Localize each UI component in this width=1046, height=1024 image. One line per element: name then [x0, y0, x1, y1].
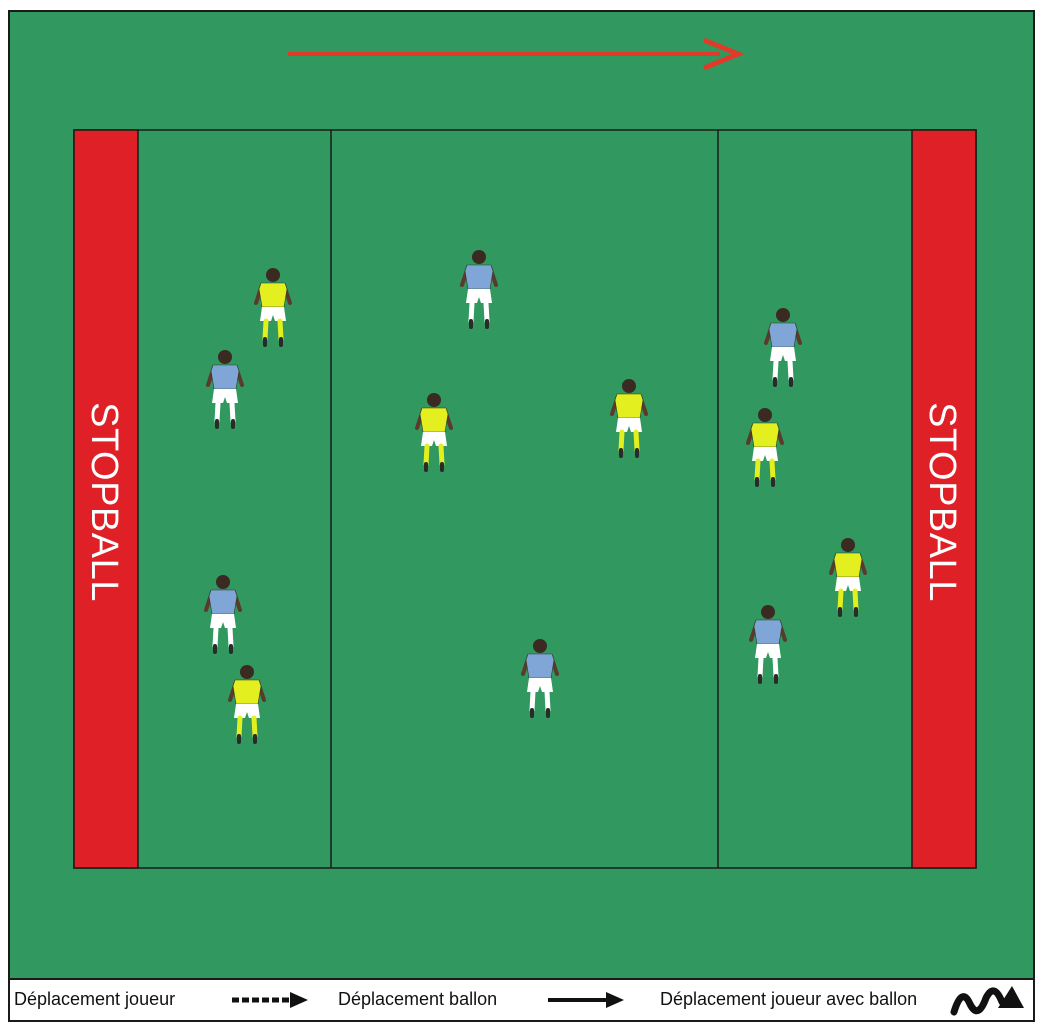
legend-bar: Déplacement joueur Déplacement ballon Dé… — [10, 978, 1033, 1020]
pitch-area: STOPBALL STOPBALL — [10, 12, 1033, 978]
stop-zone-left-label: STOPBALL — [83, 402, 125, 602]
stop-zone-right-label: STOPBALL — [921, 402, 963, 602]
wavy-arrow-icon — [950, 984, 1028, 1016]
solid-arrow-icon — [546, 990, 628, 1010]
dashed-arrow-icon — [230, 990, 312, 1010]
pitch-diagram: STOPBALL STOPBALL — [10, 12, 1033, 978]
legend-player-with-ball-label: Déplacement joueur avec ballon — [660, 989, 917, 1010]
playing-area — [74, 130, 976, 868]
exercise-board: STOPBALL STOPBALL Déplacement joueur Dép… — [8, 10, 1035, 1022]
legend-ball-move-label: Déplacement ballon — [338, 989, 497, 1010]
legend-player-move-label: Déplacement joueur — [14, 989, 175, 1010]
direction-arrow — [288, 40, 738, 68]
